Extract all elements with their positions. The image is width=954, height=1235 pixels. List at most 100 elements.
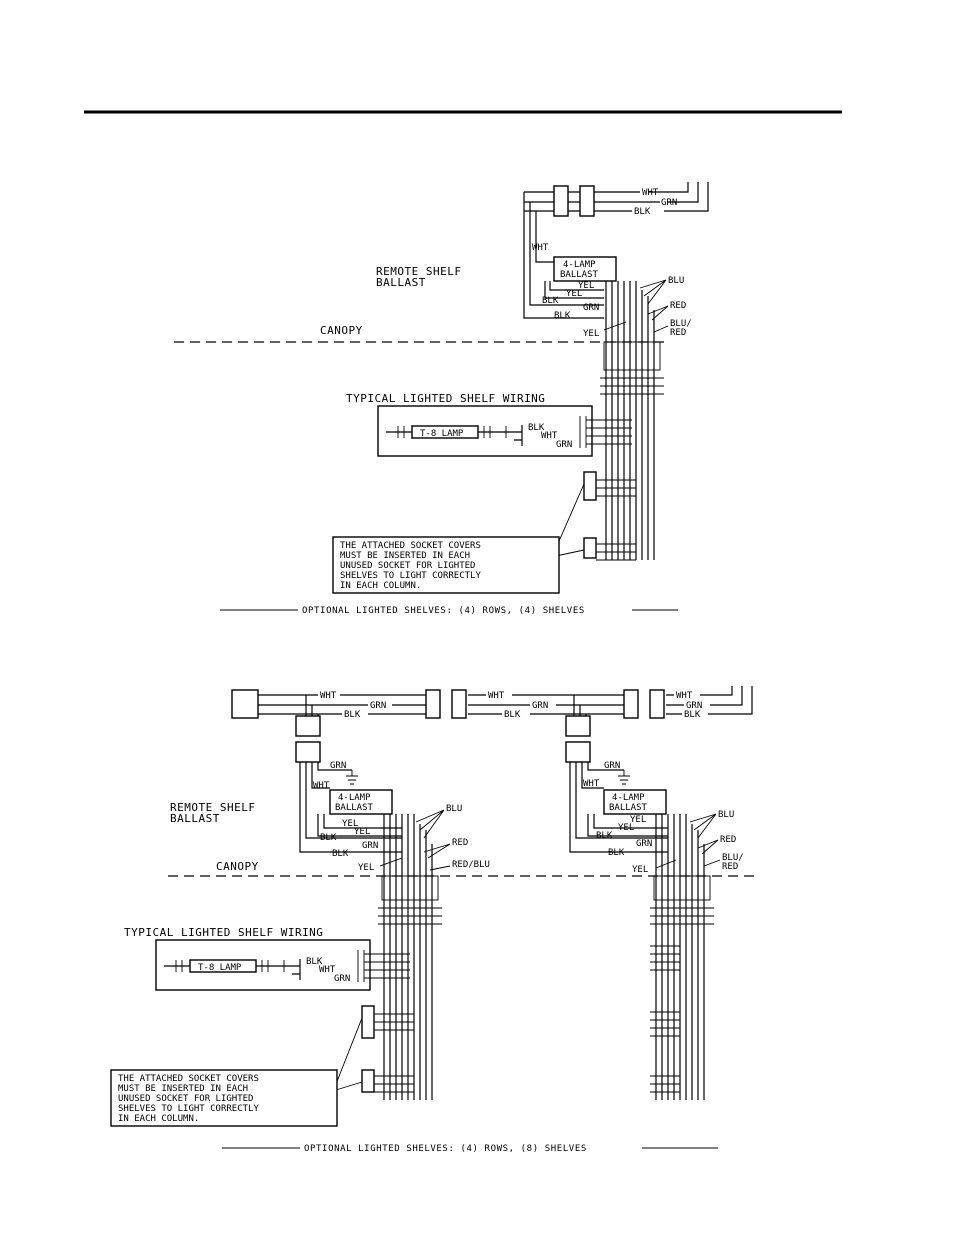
diagram-label: 4-LAMP — [612, 793, 645, 803]
diagram-label: TYPICAL LIGHTED SHELF WIRING — [346, 392, 545, 405]
diagram-label: WHT — [676, 691, 693, 701]
wire — [317, 814, 402, 837]
diagram-label: BLK — [608, 848, 625, 858]
diagram-label: BALLAST — [376, 276, 426, 289]
diagram-label: WHT — [320, 691, 337, 701]
diagram-label: BLK — [306, 957, 323, 967]
connector — [579, 185, 595, 217]
diagram-label: BLU — [718, 810, 734, 820]
wire — [258, 686, 753, 715]
diagram-label: TYPICAL LIGHTED SHELF WIRING — [124, 926, 323, 939]
diagram-label: WHT — [541, 431, 558, 441]
diagram-label: RED — [722, 862, 738, 872]
diagram-label: GRN — [330, 761, 346, 771]
wire — [555, 483, 585, 557]
connector — [553, 185, 569, 217]
wire — [605, 281, 655, 560]
diagram-label: WHT — [488, 691, 505, 701]
diagram-label: REMOTE SHELF — [170, 801, 255, 814]
diagram-label: T-8 LAMP — [420, 429, 464, 439]
wire — [383, 814, 433, 1100]
wire — [335, 1017, 363, 1091]
component-box — [189, 959, 257, 973]
component-box — [623, 689, 639, 719]
diagram-label: YEL — [583, 329, 599, 339]
socket-cover — [583, 537, 597, 559]
diagram-label: YEL — [630, 815, 646, 825]
diagram-label: BLK — [332, 849, 349, 859]
wire — [378, 907, 442, 925]
wire — [648, 182, 709, 212]
ballast-box — [553, 256, 617, 282]
diagram-label: SHELVES TO LIGHT CORRECTLY — [340, 571, 481, 581]
diagram-label: BLU — [446, 804, 462, 814]
diagram-label: IN EACH COLUMN. — [118, 1114, 199, 1124]
component-box — [110, 1069, 338, 1127]
component-box — [295, 715, 321, 737]
caption-8-shelves: OPTIONAL LIGHTED SHELVES: (4) ROWS, (8) … — [304, 1144, 587, 1154]
diagram-label: IN EACH COLUMN. — [340, 581, 421, 591]
diagram-label: WHT — [583, 779, 600, 789]
diagram-label: BLK — [504, 710, 521, 720]
component-box — [565, 741, 591, 763]
socket-note-box — [332, 536, 560, 594]
diagram-label: BALLAST — [560, 270, 599, 280]
component-box — [653, 875, 711, 901]
wire — [655, 813, 721, 869]
wire — [603, 279, 669, 333]
diagram-label: GRN — [636, 839, 652, 849]
wire — [596, 479, 636, 561]
component-box — [381, 875, 439, 901]
diagram-label: T-8 LAMP — [198, 963, 242, 973]
diagram-label: UNUSED SOCKET FOR LIGHTED — [340, 561, 475, 571]
diagram-label: YEL — [618, 823, 634, 833]
diagram-label: WHT — [642, 188, 659, 198]
wire — [650, 945, 680, 1093]
diagram-label: WHT — [313, 781, 330, 791]
diagram-label: BLK — [320, 833, 337, 843]
diagram-label: MUST BE INSERTED IN EACH — [340, 551, 470, 561]
diagram-label: GRN — [370, 701, 386, 711]
diagram-label: RED — [452, 838, 468, 848]
socket-cover — [583, 471, 597, 501]
component-box — [425, 689, 441, 719]
diagram-label: CANOPY — [216, 860, 259, 873]
diagram-label: BLK — [528, 423, 545, 433]
diagram-label: GRN — [604, 761, 620, 771]
diagram-label: RED — [720, 835, 736, 845]
t8-lamp — [411, 425, 479, 439]
diagram-label: WHT — [532, 243, 549, 253]
wire — [346, 770, 358, 785]
diagram-label: SHELVES TO LIGHT CORRECTLY — [118, 1104, 259, 1114]
wire — [523, 192, 604, 319]
diagram-label: YEL — [358, 863, 374, 873]
diagram-label: GRN — [583, 303, 599, 313]
wire — [600, 377, 664, 395]
component-box — [649, 689, 665, 719]
diagram-label: BLU/ — [722, 853, 744, 863]
diagram-label: BLK — [596, 831, 613, 841]
diagram-label: GRN — [686, 701, 702, 711]
diagram-label: GRN — [362, 841, 378, 851]
diagram-label: MUST BE INSERTED IN EACH — [118, 1084, 248, 1094]
wire — [379, 809, 451, 871]
diagram-label: GRN — [334, 974, 350, 984]
wire — [587, 814, 668, 837]
diagram-label: CANOPY — [320, 324, 363, 337]
diagram-label: BLU/ — [670, 319, 692, 329]
component-box — [295, 741, 321, 763]
wire — [618, 770, 630, 785]
diagram-label: RED — [670, 328, 686, 338]
caption-4-shelves: OPTIONAL LIGHTED SHELVES: (4) ROWS, (4) … — [302, 606, 585, 616]
diagram-label: RED/BLU — [452, 860, 490, 870]
component-box — [565, 715, 591, 737]
diagram-8-shelves: WHT GRN BLK WHT GRN BLK WHT GRN BLK GRN … — [110, 686, 758, 1154]
diagram-label: 4-LAMP — [563, 260, 596, 270]
wire — [357, 950, 410, 982]
wire — [258, 686, 733, 696]
diagram-label: YEL — [342, 819, 358, 829]
diagram-label: THE ATTACHED SOCKET COVERS — [118, 1074, 259, 1084]
component-box — [361, 1005, 375, 1039]
diagram-label: BLU — [668, 276, 684, 286]
diagram-label: BALLAST — [609, 803, 648, 813]
